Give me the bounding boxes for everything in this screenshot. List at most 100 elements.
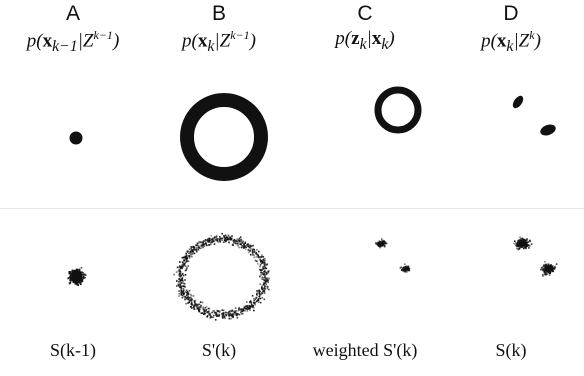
sample-particle bbox=[238, 306, 240, 309]
sample-particle bbox=[178, 275, 181, 277]
sample-particle bbox=[186, 290, 189, 293]
sample-particle bbox=[202, 243, 205, 245]
sample-particle bbox=[202, 246, 204, 249]
sample-particle bbox=[517, 248, 520, 251]
sample-particle bbox=[250, 303, 253, 306]
sample-particle bbox=[82, 277, 85, 280]
sample-set-caption: S'(k) bbox=[201, 340, 237, 360]
sample-particle bbox=[79, 275, 81, 278]
sample-particle bbox=[180, 287, 183, 289]
sample-particle bbox=[403, 268, 405, 271]
sample-particle bbox=[189, 297, 192, 299]
column-a: A p(xk−1|Zk−1) S(k-1) bbox=[0, 0, 146, 376]
sample-particle bbox=[259, 301, 262, 304]
sample-particle bbox=[195, 250, 198, 252]
sample-particle bbox=[208, 307, 211, 310]
sample-particle bbox=[186, 251, 189, 253]
sample-particle bbox=[201, 301, 204, 304]
sample-particle bbox=[229, 312, 232, 315]
sample-particle bbox=[264, 264, 267, 267]
sample-particle bbox=[522, 244, 524, 247]
sample-particle bbox=[263, 283, 265, 285]
sample-particle bbox=[201, 241, 204, 243]
sample-particle bbox=[223, 239, 226, 241]
column-b: B p(xk|Zk−1) S'(k) bbox=[146, 0, 292, 376]
sample-particle bbox=[238, 313, 241, 316]
sample-particle bbox=[182, 288, 185, 290]
sample-particle bbox=[216, 240, 218, 242]
sample-particle bbox=[206, 239, 208, 242]
sample-particle bbox=[222, 309, 225, 312]
sample-particle bbox=[200, 241, 203, 244]
sample-particle bbox=[403, 268, 406, 270]
sample-particle bbox=[255, 300, 258, 303]
sample-particle bbox=[260, 259, 263, 262]
sample-particle bbox=[542, 265, 544, 268]
sample-particle bbox=[256, 299, 259, 302]
sample-particle bbox=[231, 235, 233, 237]
sample-particle bbox=[545, 270, 548, 273]
sample-particle bbox=[203, 243, 206, 245]
sample-particle bbox=[231, 309, 234, 312]
sample-particle bbox=[183, 264, 185, 266]
sample-particle bbox=[384, 243, 386, 245]
sample-particle bbox=[524, 243, 526, 245]
sample-particle bbox=[77, 284, 80, 287]
sample-particle bbox=[222, 312, 224, 314]
sample-particle bbox=[545, 263, 547, 266]
sample-particle bbox=[261, 292, 264, 295]
sample-particle bbox=[544, 268, 546, 270]
sample-particle bbox=[547, 268, 550, 270]
sample-particle bbox=[188, 257, 191, 259]
sample-particle bbox=[552, 270, 554, 272]
sample-particle bbox=[173, 273, 175, 276]
sample-particle bbox=[237, 240, 239, 242]
sample-particle bbox=[73, 271, 75, 274]
sample-particle bbox=[264, 276, 266, 278]
sample-particle bbox=[208, 312, 211, 314]
sample-particle bbox=[232, 313, 234, 315]
sample-particle bbox=[548, 274, 551, 276]
sample-set-caption: S(k-1) bbox=[50, 340, 96, 360]
sample-particle bbox=[215, 235, 218, 237]
sample-particle bbox=[256, 293, 258, 295]
sample-particle bbox=[195, 305, 197, 307]
sample-particle bbox=[191, 304, 193, 306]
sample-particle bbox=[196, 242, 199, 245]
sample-particle bbox=[219, 240, 221, 242]
sample-particle bbox=[181, 294, 184, 297]
sample-particle bbox=[187, 293, 190, 295]
sample-particle bbox=[76, 274, 78, 276]
sample-particle bbox=[78, 277, 81, 280]
sample-particle bbox=[239, 237, 242, 239]
sample-particle bbox=[70, 270, 73, 273]
sample-particle bbox=[186, 260, 189, 263]
sample-particle bbox=[548, 267, 550, 269]
sample-particle bbox=[193, 305, 195, 308]
sample-particle bbox=[385, 242, 388, 245]
sample-particle bbox=[201, 245, 203, 248]
sample-particle bbox=[79, 277, 82, 280]
sample-particle bbox=[553, 268, 556, 270]
sample-particle bbox=[183, 289, 185, 291]
sample-particle bbox=[177, 270, 180, 272]
sample-particle bbox=[178, 281, 180, 283]
sample-particle bbox=[69, 276, 71, 278]
sample-particle bbox=[251, 252, 254, 254]
sample-particle bbox=[179, 273, 181, 275]
sample-particle bbox=[261, 296, 264, 299]
sample-particle bbox=[265, 267, 268, 270]
sample-particle bbox=[543, 269, 546, 271]
sample-particle bbox=[521, 243, 523, 246]
sample-particle bbox=[222, 241, 225, 243]
sample-particle bbox=[238, 243, 241, 245]
sample-particle bbox=[540, 267, 543, 269]
sample-particle bbox=[523, 241, 526, 244]
sample-particle bbox=[400, 266, 402, 269]
sample-particle bbox=[247, 251, 250, 254]
sample-particle bbox=[523, 239, 526, 241]
sample-particle bbox=[195, 248, 197, 251]
sample-particle bbox=[522, 243, 524, 246]
sample-particle bbox=[247, 245, 249, 247]
sample-particle bbox=[78, 268, 81, 271]
